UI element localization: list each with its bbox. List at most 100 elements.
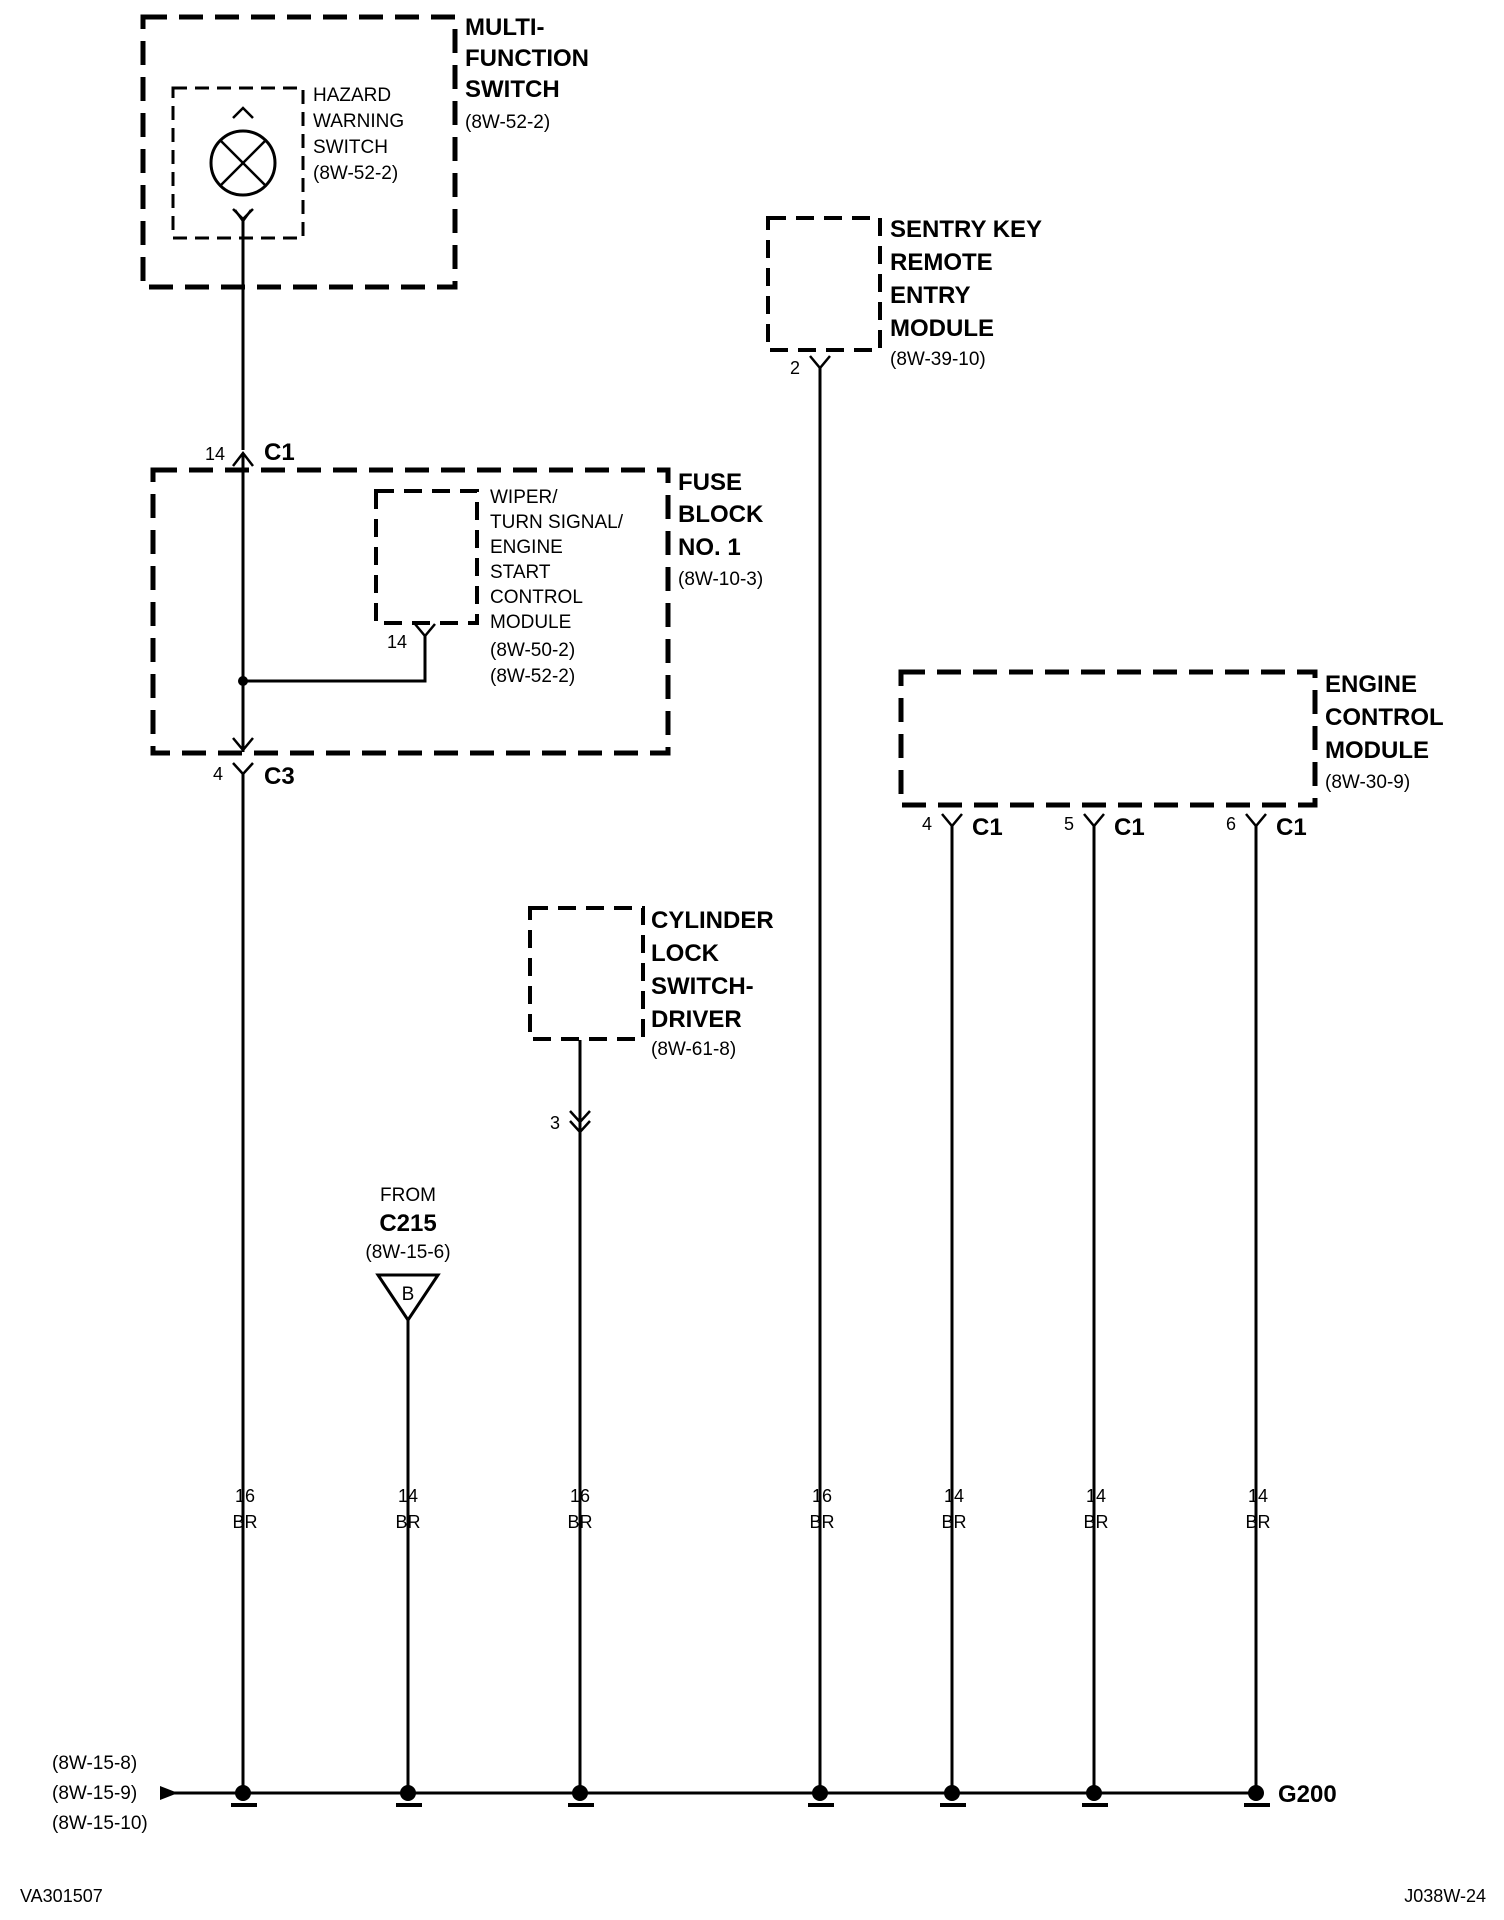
hws-ref: (8W-52-2) (313, 163, 398, 184)
cylinder-lock-box (528, 906, 645, 1041)
engine-control-module: ENGINE CONTROL MODULE (8W-30-9) 4 C1 5 C… (898, 669, 1444, 841)
wiper-module-box (374, 489, 479, 625)
mfs-ref: (8W-52-2) (465, 112, 550, 133)
wire-color: BR (809, 1512, 834, 1532)
c215-letter: B (402, 1284, 415, 1305)
mfs-title-line1: MULTI- (465, 14, 545, 41)
mfs-title-line2: FUNCTION (465, 45, 589, 72)
cyl-title-line2: LOCK (651, 940, 720, 967)
ecm-pin6-number: 6 (1226, 814, 1236, 834)
cyl-pin: 3 (550, 1113, 560, 1133)
ground-ref-arrow-icon (160, 1786, 178, 1800)
hazard-chevron-up-icon (232, 106, 254, 119)
wiper-module-connector-icon (414, 623, 436, 638)
wire-color: BR (395, 1512, 420, 1532)
footer-right-code: J038W-24 (1404, 1886, 1486, 1906)
ground-bus: (8W-15-8) (8W-15-9) (8W-15-10) G200 (52, 1753, 1337, 1834)
cyl-title-line1: CYLINDER (651, 907, 774, 934)
sentry-key-box (766, 216, 882, 352)
fuse-block-title-line3: NO. 1 (678, 534, 741, 561)
ecm-ref: (8W-30-9) (1325, 772, 1410, 793)
ground-node (231, 1770, 257, 1807)
fuse-block-c3-pin: 4 (213, 764, 223, 784)
lamp-icon (209, 129, 277, 197)
wire-gauge: 14 (944, 1486, 964, 1506)
ecm-title-line2: CONTROL (1325, 704, 1444, 731)
fuse-block-ref: (8W-10-3) (678, 569, 763, 590)
ground-node (396, 1770, 422, 1807)
sentry-title-line2: REMOTE (890, 249, 993, 276)
wiper-title-line3: ENGINE (490, 537, 563, 558)
c215-from-label: FROM (380, 1185, 436, 1206)
ground-label: G200 (1278, 1781, 1337, 1808)
wiper-title-line2: TURN SIGNAL/ (490, 512, 624, 533)
multi-function-switch: MULTI- FUNCTION SWITCH (8W-52-2) (140, 14, 589, 290)
sentry-key-pin: 2 (790, 358, 800, 378)
off-page-connector-triangle-icon (375, 1273, 441, 1323)
ground-nodes (231, 1770, 1270, 1807)
sentry-title-line4: MODULE (890, 315, 994, 342)
ecm-title-line1: ENGINE (1325, 671, 1417, 698)
sentry-key-remote-entry-module: 2 SENTRY KEY REMOTE ENTRY MODULE (8W-39-… (766, 216, 1042, 378)
wire-color: BR (941, 1512, 966, 1532)
cyl-title-line3: SWITCH- (651, 973, 754, 1000)
c215-connector-label: C215 (379, 1210, 436, 1237)
sentry-title-line1: SENTRY KEY (890, 216, 1042, 243)
sentry-ref: (8W-39-10) (890, 349, 986, 370)
fuse-block-title-line1: FUSE (678, 469, 742, 496)
fuse-block-title-line2: BLOCK (678, 501, 764, 528)
ecm-pin5-connector: C1 (1114, 814, 1145, 841)
c3-arrow-icon (232, 737, 254, 752)
wiper-ref-2: (8W-52-2) (490, 666, 575, 687)
hws-title-line1: HAZARD (313, 85, 391, 106)
ecm-connector-icon-pin5 (1083, 813, 1105, 828)
wire-gauge: 14 (398, 1486, 418, 1506)
wire-gauge: 16 (570, 1486, 590, 1506)
hws-title-line2: WARNING (313, 111, 404, 132)
ecm-pin6-connector: C1 (1276, 814, 1307, 841)
sentry-title-line3: ENTRY (890, 282, 970, 309)
ground-node (568, 1770, 594, 1807)
ecm-connector-icon-pin6 (1245, 813, 1267, 828)
ground-node (808, 1770, 834, 1807)
ecm-box (898, 669, 1318, 808)
fuse-block-box (150, 467, 671, 756)
fuse-block-c3-label: C3 (264, 763, 295, 790)
hazard-warning-switch-box (171, 86, 305, 240)
wire-gauge: 16 (812, 1486, 832, 1506)
ground-ref-3: (8W-15-10) (52, 1813, 148, 1834)
wiper-turn-signal-module: 14 WIPER/ TURN SIGNAL/ ENGINE START CONT… (374, 487, 624, 687)
ground-node (940, 1770, 966, 1807)
wiper-title-line6: MODULE (490, 612, 571, 633)
c3-connector-icon (232, 762, 254, 776)
ecm-pin5-number: 5 (1064, 814, 1074, 834)
wire-splice-to-wiper-module (243, 636, 427, 683)
from-c215-reference: FROM C215 (8W-15-6) B (365, 1185, 451, 1323)
wire-color: BR (232, 1512, 257, 1532)
wire-color: BR (567, 1512, 592, 1532)
wire-color: BR (1083, 1512, 1108, 1532)
ecm-title-line3: MODULE (1325, 737, 1429, 764)
hazard-warning-switch: HAZARD WARNING SWITCH (8W-52-2) (171, 85, 404, 240)
mfs-title-line3: SWITCH (465, 76, 560, 103)
lamp-icon-cross-b (220, 140, 266, 186)
wiper-module-pin: 14 (387, 632, 407, 652)
wire-gauge: 14 (1248, 1486, 1268, 1506)
cyl-ref: (8W-61-8) (651, 1039, 736, 1060)
wire-color: BR (1245, 1512, 1270, 1532)
fuse-block-c1-pin: 14 (205, 444, 225, 464)
ecm-connector-icon-pin4 (941, 813, 963, 828)
ground-node (1082, 1770, 1108, 1807)
ground-ref-1: (8W-15-8) (52, 1753, 137, 1774)
fuse-block: 14 C1 FUSE BLOCK NO. 1 (8W-10-3) 4 C3 (150, 439, 764, 790)
sentry-key-connector-icon (809, 355, 831, 370)
hazard-output-connector-icon (233, 209, 253, 224)
wire-gauge: 16 (235, 1486, 255, 1506)
ground-ref-2: (8W-15-9) (52, 1783, 137, 1804)
wire-gauge: 14 (1086, 1486, 1106, 1506)
cyl-title-line4: DRIVER (651, 1006, 742, 1033)
footer-left-code: VA301507 (20, 1886, 103, 1906)
wiper-title-line4: START (490, 562, 551, 583)
hws-title-line3: SWITCH (313, 137, 388, 158)
